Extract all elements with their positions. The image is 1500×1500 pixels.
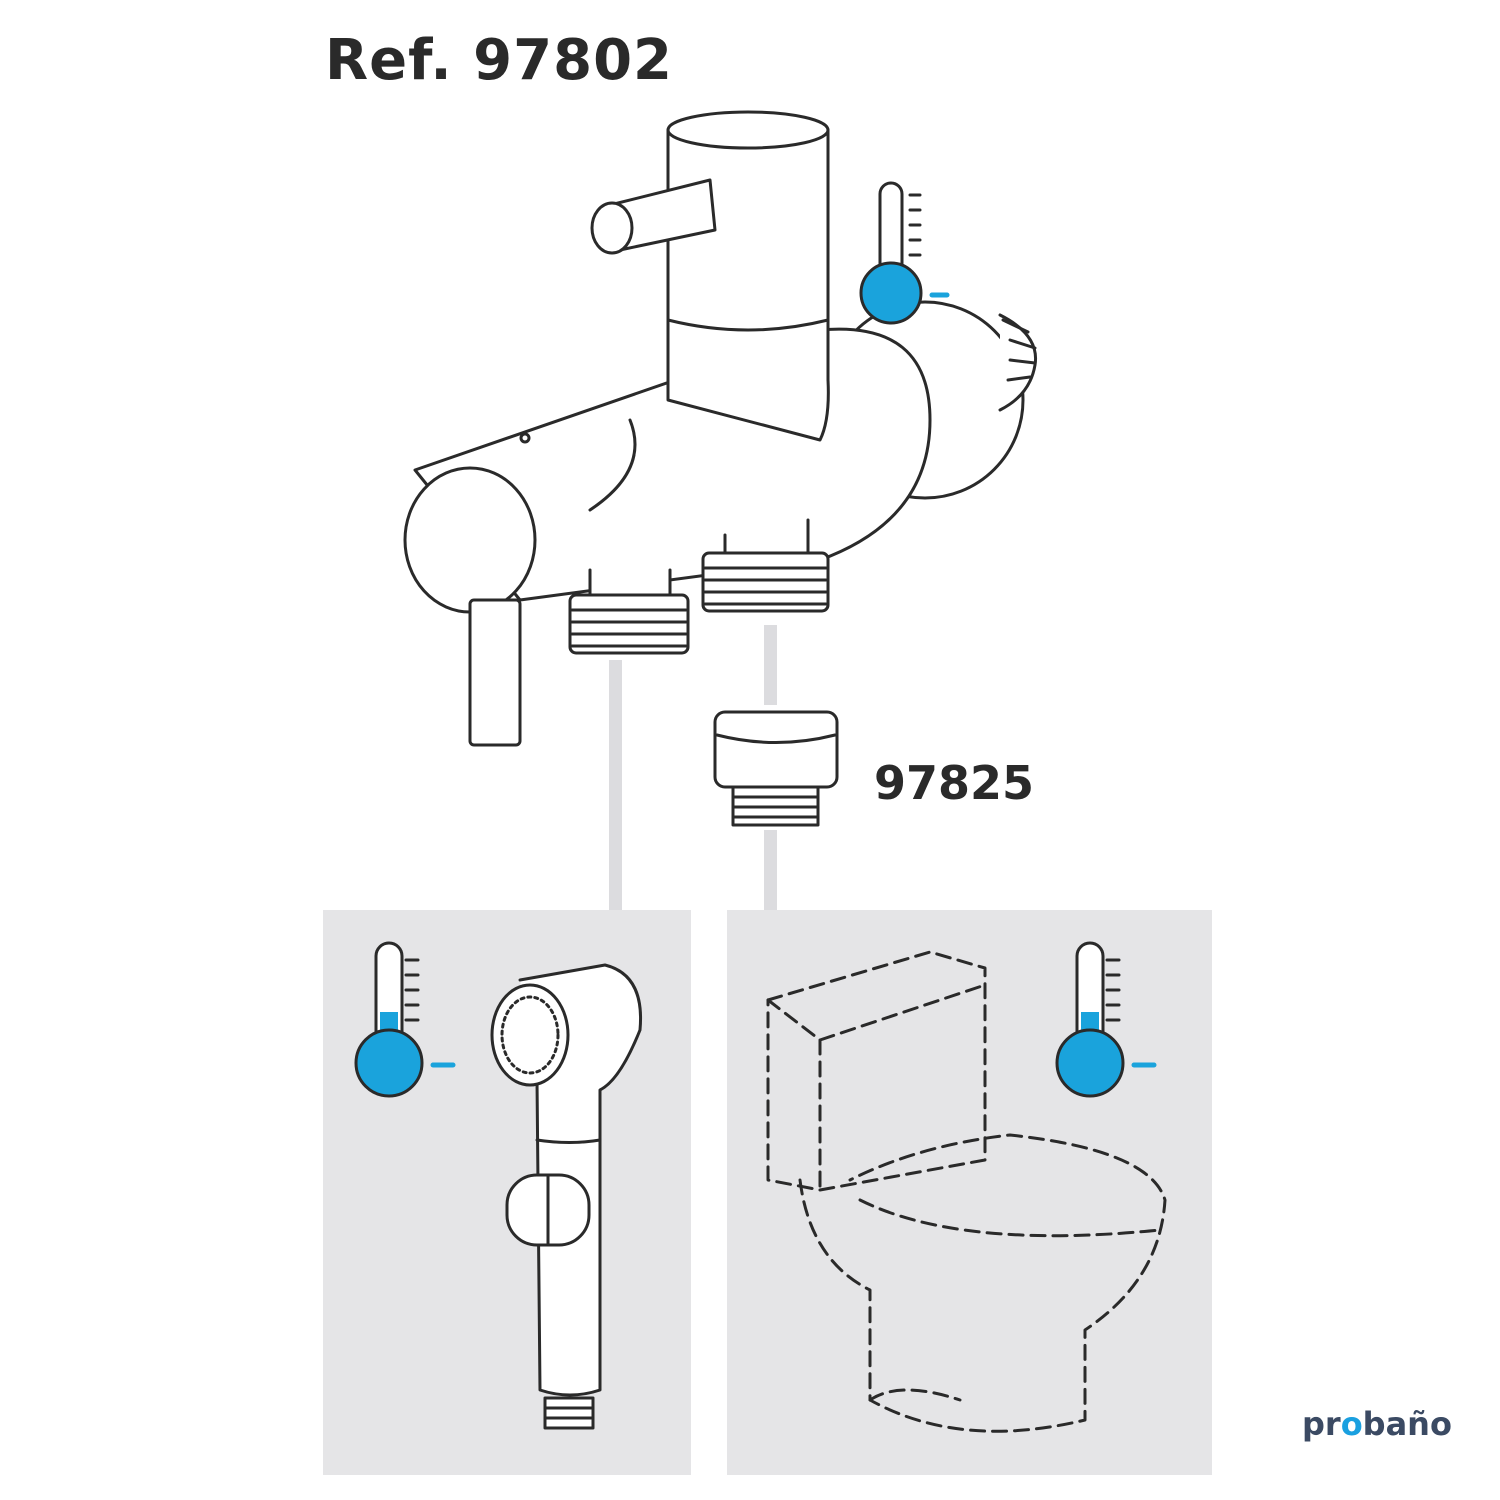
- probano-logo: probaño: [1302, 1405, 1452, 1443]
- connector-line-right-top: [764, 625, 777, 705]
- connector-line-left: [609, 660, 622, 910]
- double-valve: [403, 110, 1038, 747]
- logo-text-end: baño: [1362, 1405, 1452, 1443]
- cold-water-thermometer-icon: [354, 941, 456, 1098]
- adapter-reference-label: 97825: [874, 756, 1035, 810]
- toilet-cistern-panel: [727, 910, 1212, 1475]
- toilet-outline: [766, 950, 1167, 1433]
- cold-water-thermometer-icon: [859, 181, 950, 325]
- bidet-hand-shower: [490, 963, 643, 1430]
- adapter-97825: [713, 710, 839, 827]
- connector-line-right-bottom: [764, 830, 777, 910]
- product-reference-title: Ref. 97802: [325, 28, 673, 93]
- cold-water-thermometer-icon: [1055, 941, 1157, 1098]
- water-drop-icon: o: [1340, 1405, 1363, 1443]
- logo-text-start: pr: [1302, 1405, 1341, 1443]
